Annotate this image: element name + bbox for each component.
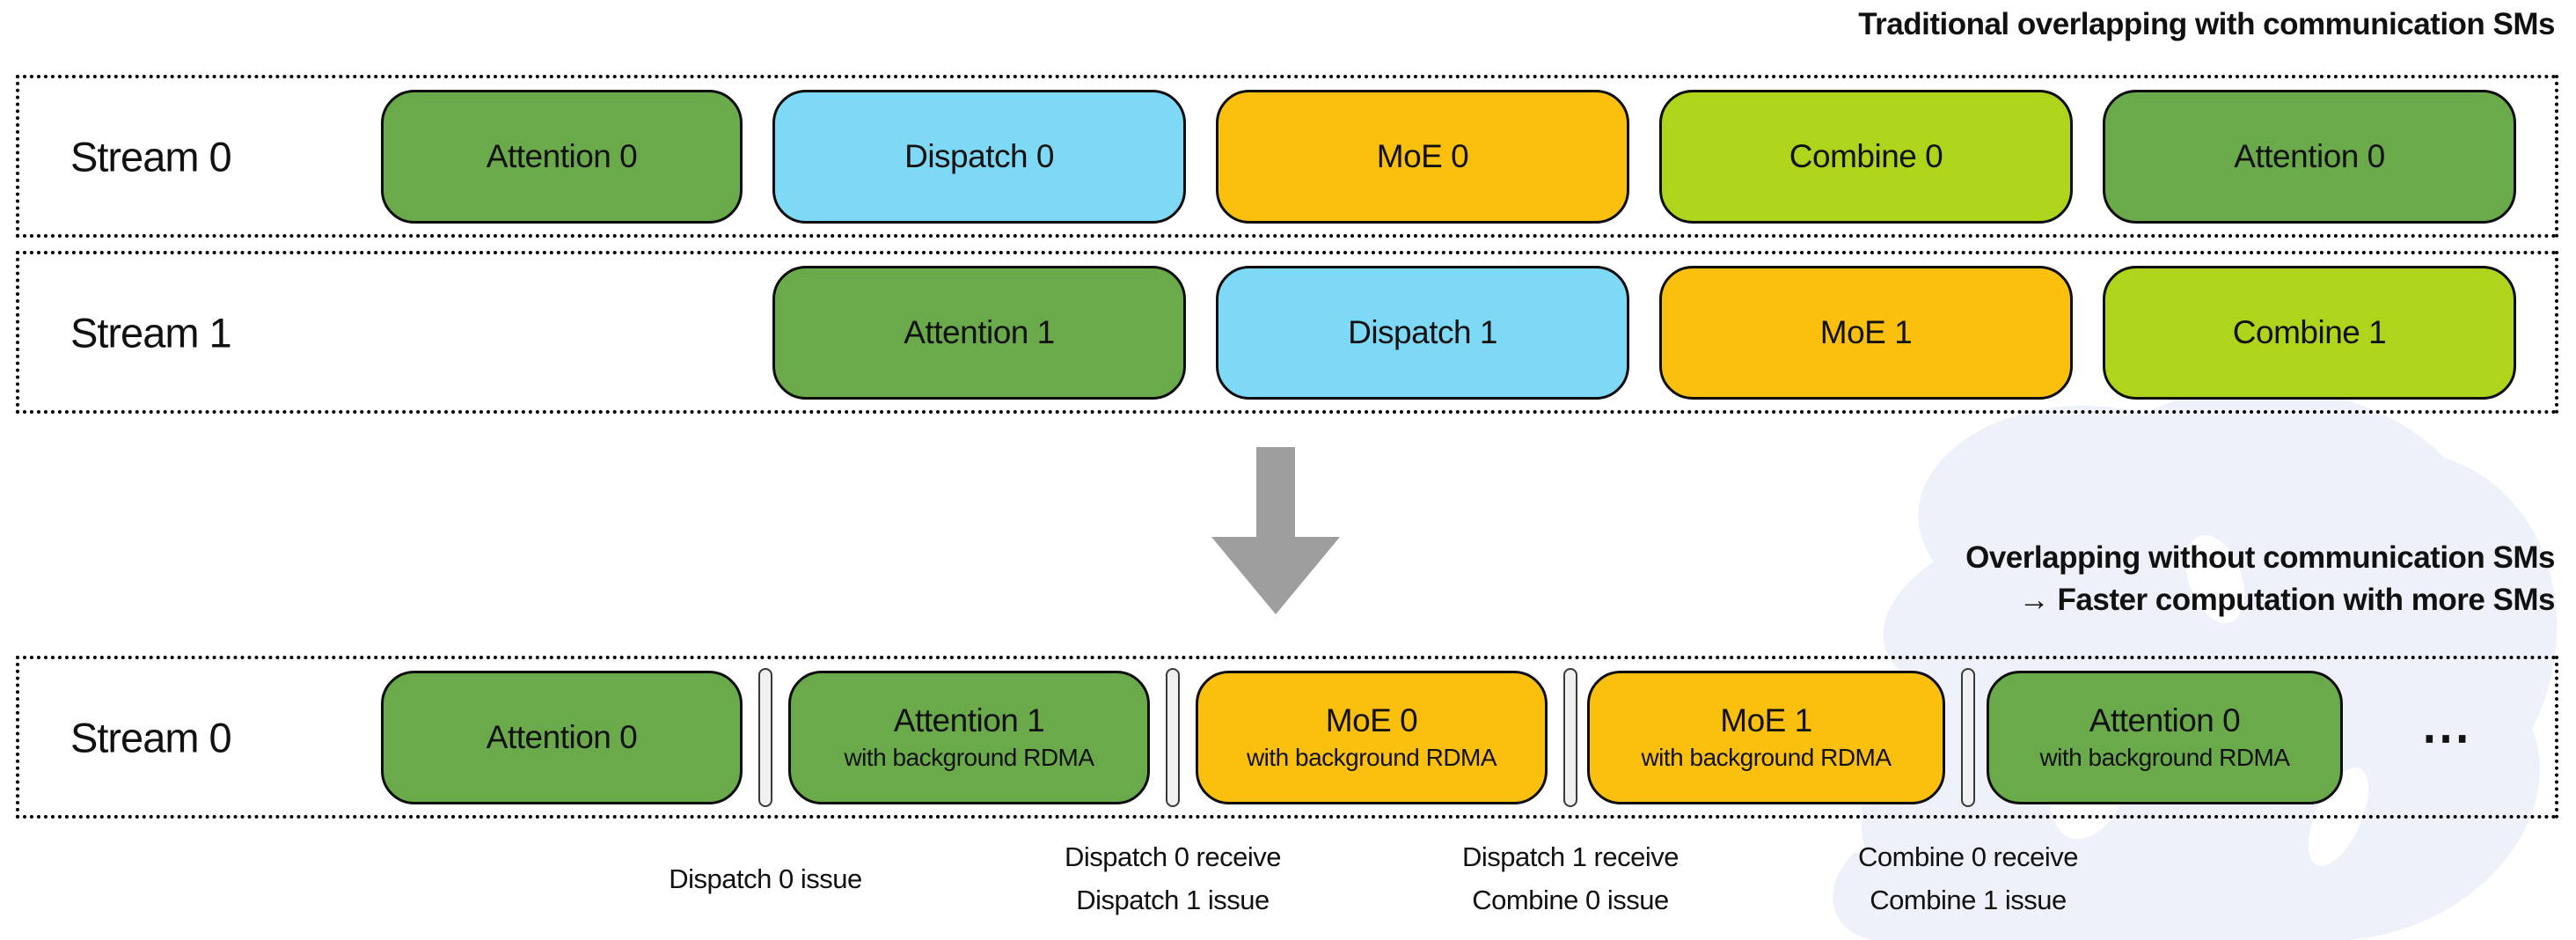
annotation-line: Combine 0 issue: [1472, 885, 1669, 915]
block-label: Attention 1: [904, 313, 1055, 350]
block-label: MoE 0: [1376, 137, 1469, 174]
separator-bar: [1166, 667, 1180, 807]
separator-bar: [1563, 667, 1577, 807]
stream-box-bottom-0: Stream 0 Attention 0 Attention 1 with ba…: [16, 656, 2558, 819]
block-combine-0: Combine 0: [1659, 89, 2073, 224]
block-label: MoE 1: [1720, 702, 1812, 738]
block-attention-1: Attention 1: [772, 265, 1186, 400]
block-attention-0: Attention 0: [381, 89, 743, 224]
stream-label: Stream 0: [70, 714, 232, 760]
bottom-section-title: Overlapping without communication SMs → …: [1965, 537, 2555, 621]
block-attention-0-next: Attention 0: [2103, 89, 2516, 224]
block-dispatch-1: Dispatch 1: [1216, 265, 1629, 400]
annotation-dispatch-1-receive: Dispatch 1 receive Combine 0 issue: [1324, 833, 1817, 924]
block-label: Attention 0: [486, 137, 638, 174]
block-attention-0-next-rdma: Attention 0 with background RDMA: [1987, 670, 2343, 804]
block-sublabel: with background RDMA: [1641, 744, 1892, 771]
down-arrow-icon: [1211, 447, 1340, 614]
block-moe-0: MoE 0: [1216, 89, 1629, 224]
bottom-title-line-1: Overlapping without communication SMs: [1965, 540, 2555, 575]
annotation-line: Dispatch 1 receive: [1461, 841, 1680, 872]
separator-bar: [1961, 667, 1975, 807]
block-sublabel: with background RDMA: [1246, 744, 1497, 771]
annotation-line: Dispatch 0 issue: [669, 863, 862, 894]
block-sublabel: with background RDMA: [844, 744, 1094, 771]
stream-label: Stream 0: [70, 133, 232, 180]
bottom-title-line-2: → Faster computation with more SMs: [2018, 583, 2556, 617]
block-label: Combine 1: [2232, 313, 2387, 350]
block-attention-1-rdma: Attention 1 with background RDMA: [788, 670, 1150, 804]
block-label: Dispatch 0: [904, 137, 1054, 174]
stream-box-top-1: Stream 1 Attention 1 Dispatch 1 MoE 1 Co…: [16, 251, 2558, 414]
block-sublabel: with background RDMA: [2039, 744, 2290, 771]
block-label: Attention 0: [2234, 137, 2385, 174]
block-dispatch-0: Dispatch 0: [772, 89, 1186, 224]
separator-bar: [758, 667, 772, 807]
annotation-dispatch-0-receive: Dispatch 0 receive Dispatch 1 issue: [926, 833, 1419, 924]
stream-label: Stream 1: [70, 309, 232, 356]
annotation-combine-0-receive: Combine 0 receive Combine 1 issue: [1722, 833, 2214, 924]
annotation-line: Dispatch 0 receive: [1064, 841, 1282, 872]
block-label: Dispatch 1: [1348, 313, 1497, 350]
block-moe-1: MoE 1: [1659, 265, 2073, 400]
block-label: Attention 1: [893, 702, 1045, 738]
block-label: Attention 0: [2089, 702, 2241, 738]
stream-box-top-0: Stream 0 Attention 0 Dispatch 0 MoE 0 Co…: [16, 75, 2558, 238]
block-label: MoE 0: [1325, 702, 1418, 738]
block-label: MoE 1: [1819, 313, 1913, 350]
block-moe-1-rdma: MoE 1 with background RDMA: [1587, 670, 1945, 804]
annotation-line: Combine 0 receive: [1858, 841, 2078, 872]
annotation-line: Dispatch 1 issue: [1076, 885, 1270, 915]
annotation-dispatch-0-issue: Dispatch 0 issue: [519, 833, 1012, 924]
block-label: Attention 0: [486, 718, 638, 755]
block-combine-1: Combine 1: [2103, 265, 2516, 400]
annotation-line: Combine 1 issue: [1870, 885, 2067, 915]
top-section-title: Traditional overlapping with communicati…: [1858, 7, 2555, 41]
continuation-ellipsis: ⋯: [2421, 709, 2474, 765]
block-moe-0-rdma: MoE 0 with background RDMA: [1196, 670, 1548, 804]
block-label: Combine 0: [1789, 137, 1943, 174]
block-attention-0-rdma: Attention 0: [381, 670, 743, 804]
